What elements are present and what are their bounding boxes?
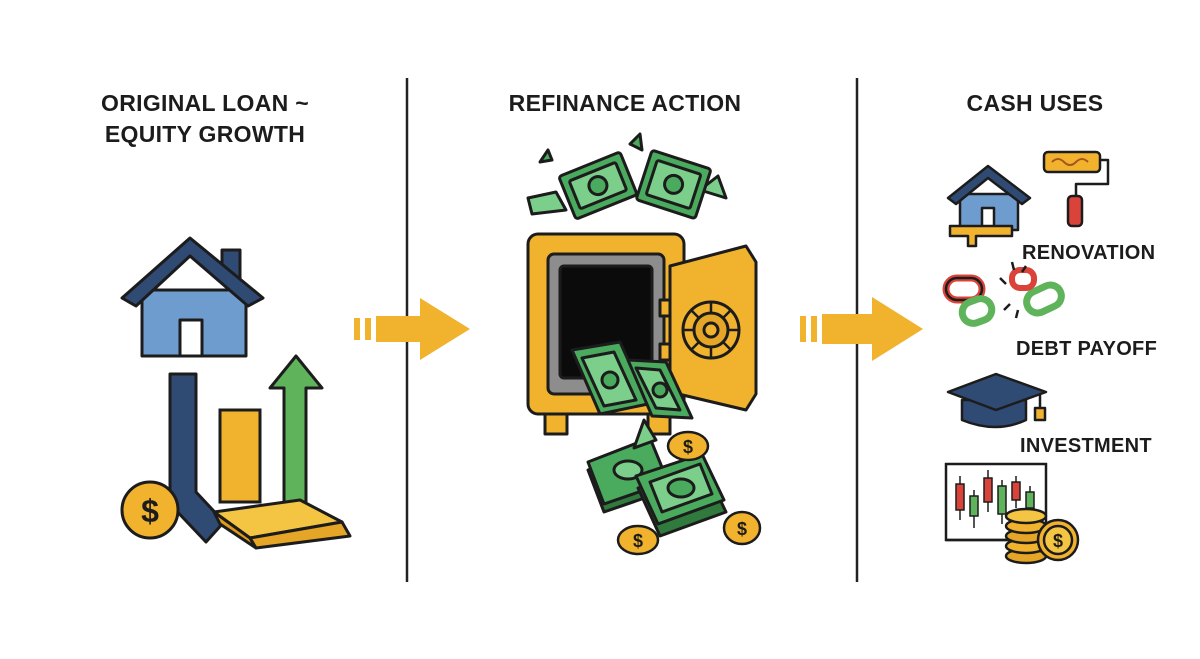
column-title-line-2: EQUITY GROWTH [104, 121, 306, 147]
dollar-coin-icon: $ $ $ [616, 430, 762, 556]
broken-chain-icon [942, 261, 1065, 327]
house-icon [120, 236, 265, 358]
column-title-original: ORIGINAL LOAN ~ EQUITY GROWTH [40, 88, 370, 150]
coin-stack-icon: $ [1004, 507, 1080, 565]
column-title-line-1: ORIGINAL LOAN ~ [101, 90, 309, 116]
candlestick-chart-icon [944, 462, 1048, 542]
svg-text:$: $ [633, 531, 643, 551]
house-icon [946, 164, 1032, 248]
cash-stack-icon [586, 418, 728, 538]
money-burst-icon [526, 132, 728, 220]
use-label-renovation: RENOVATION [1022, 242, 1156, 264]
bar-column-icon [218, 408, 262, 504]
svg-text:$: $ [141, 493, 159, 529]
paint-roller-icon [1042, 150, 1110, 228]
gold-bar-icon [212, 498, 352, 550]
svg-text:$: $ [737, 519, 747, 539]
money-flowing-icon [570, 340, 694, 420]
column-title-uses: CASH USES [966, 90, 1104, 116]
right-arrow-icon [800, 297, 923, 361]
svg-text:$: $ [1053, 531, 1063, 551]
use-label-debt-payoff: DEBT PAYOFF [1016, 338, 1158, 360]
up-arrow-icon [268, 354, 324, 506]
right-arrow-icon [354, 298, 470, 360]
svg-text:$: $ [683, 437, 693, 457]
use-label-investment: INVESTMENT [1020, 435, 1152, 457]
dollar-coin-icon: $ [120, 480, 180, 540]
column-title-refinance: REFINANCE ACTION [508, 90, 742, 116]
graduation-cap-icon [946, 372, 1048, 429]
